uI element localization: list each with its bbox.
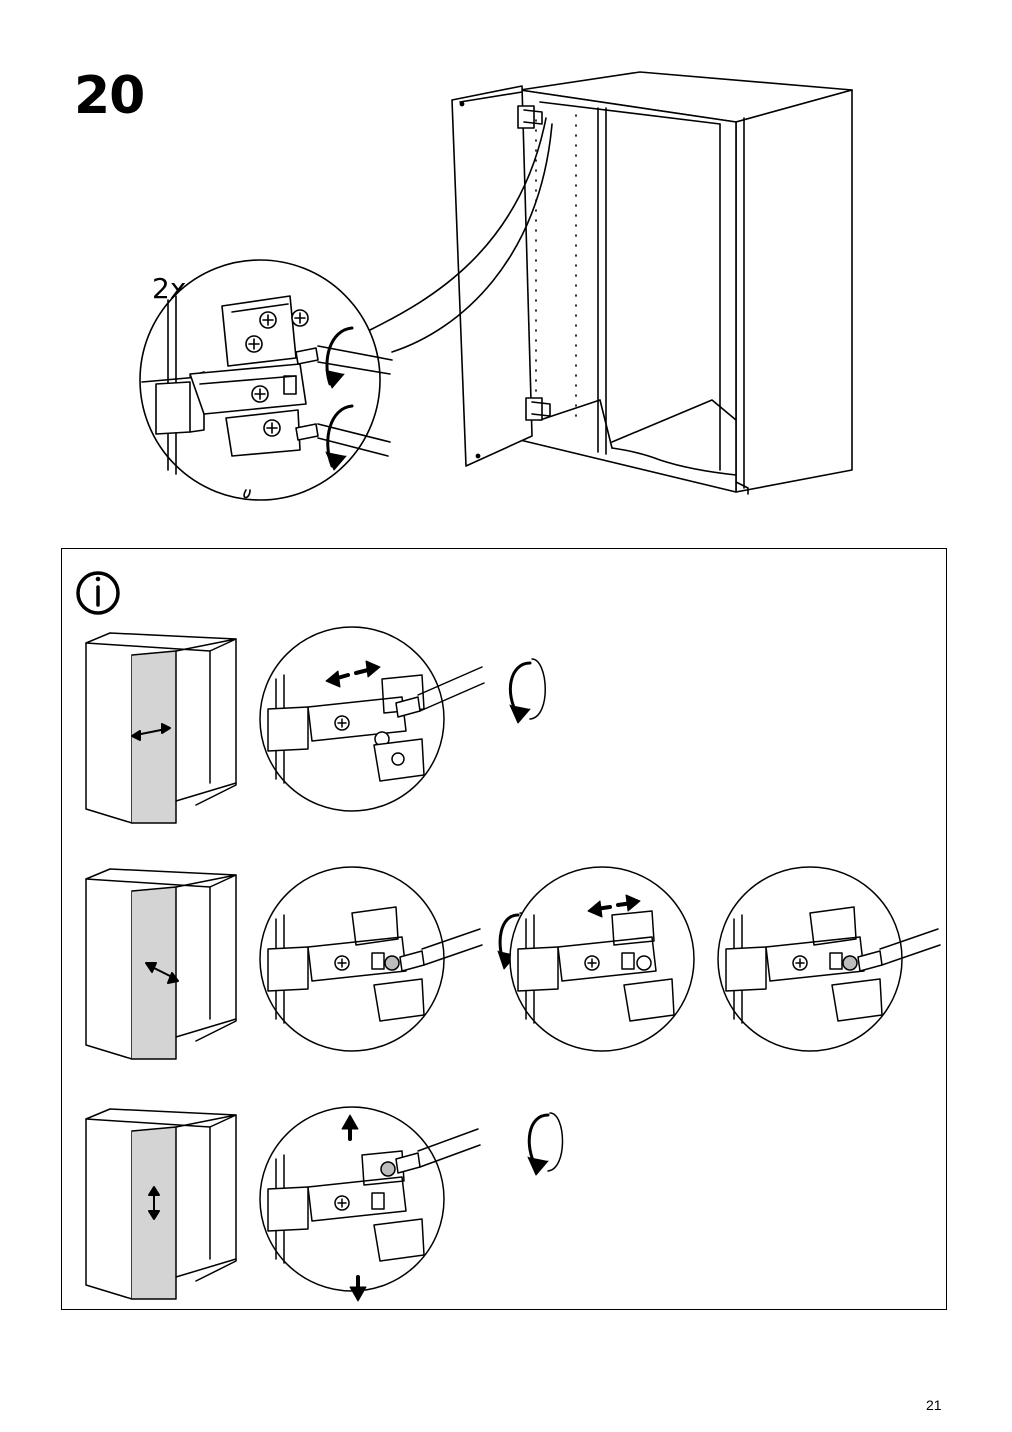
screwdriver-icon — [399, 928, 483, 972]
page-number: 21 — [926, 1397, 942, 1413]
double-arrow-diagonal-icon — [145, 962, 179, 984]
hinge-detail-zoom — [509, 866, 695, 1052]
adjustment-illustrations — [76, 571, 984, 1302]
double-arrow-horizontal-icon — [131, 723, 171, 741]
hinge-detail-zoom — [259, 626, 546, 812]
double-arrow-vertical-icon — [341, 1114, 367, 1302]
cabinet-icon — [519, 71, 853, 495]
hinge-detail-zoom — [259, 866, 534, 1052]
hinge-detail-zoom — [259, 1106, 564, 1302]
screwdriver-icon — [295, 345, 393, 457]
info-box — [61, 548, 984, 1310]
double-arrow-horizontal-icon — [325, 660, 381, 688]
screwdriver-icon — [857, 928, 941, 972]
cabinet-door — [451, 85, 533, 467]
double-arrow-vertical-icon — [148, 1186, 160, 1220]
step-number: 20 — [74, 66, 145, 126]
rotate-arrow-icon — [325, 326, 354, 471]
screwdriver-icon — [395, 666, 485, 718]
rotate-arrow-icon — [508, 658, 546, 724]
cabinet-icon — [85, 1108, 237, 1300]
cabinet-icon — [85, 868, 237, 1060]
info-icon — [76, 571, 120, 615]
double-arrow-horizontal-icon — [587, 894, 641, 918]
rotate-arrow-icon — [527, 1112, 564, 1176]
hinge-icon — [517, 105, 551, 421]
screwdriver-icon — [395, 1128, 481, 1174]
hinge-detail-zoom — [139, 259, 393, 501]
step-illustration — [139, 71, 853, 501]
hinge-detail-zoom — [717, 866, 984, 1052]
cabinet-icon — [85, 632, 237, 824]
